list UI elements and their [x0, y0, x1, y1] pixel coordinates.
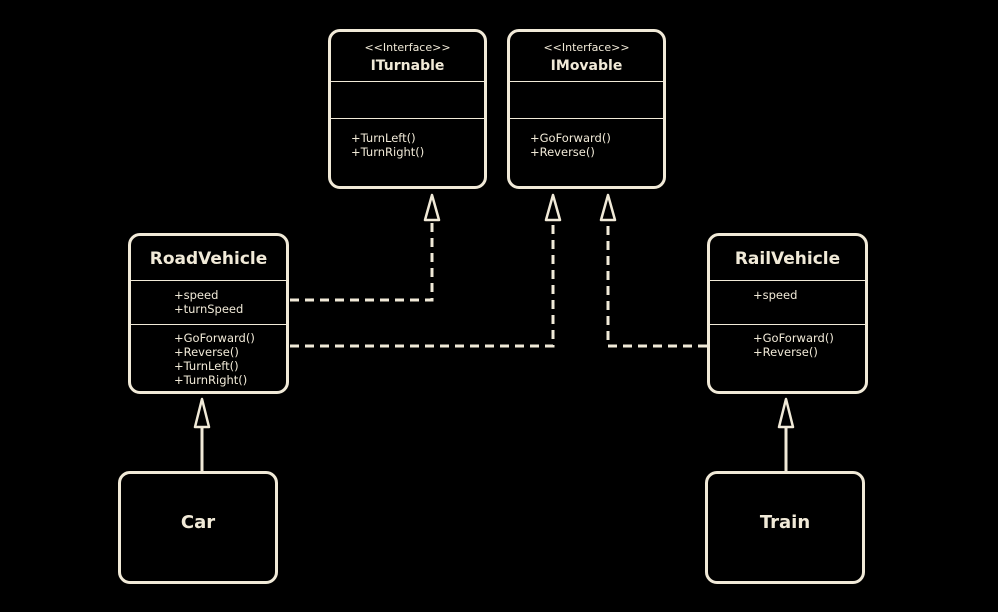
method-reverse: +Reverse(): [174, 345, 239, 359]
class-imovable[interactable]: <<Interface>> IMovable +GoForward() +Rev…: [507, 29, 666, 189]
imovable-separator-1: [510, 81, 663, 82]
railvehicle-methods: +GoForward() +Reverse(): [753, 331, 834, 359]
realization-railvehicle-imovable: [606, 220, 707, 348]
iturnable-name: ITurnable: [370, 58, 445, 74]
class-railvehicle[interactable]: RailVehicle +speed +GoForward() +Reverse…: [707, 233, 868, 394]
railvehicle-separator-1: [710, 280, 865, 281]
method-turnleft: +TurnLeft(): [351, 131, 416, 145]
railvehicle-name: RailVehicle: [734, 249, 841, 269]
method-turnright: +TurnRight(): [351, 145, 425, 159]
class-iturnable[interactable]: <<Interface>> ITurnable +TurnLeft() +Tur…: [328, 29, 487, 189]
class-car[interactable]: Car: [118, 471, 278, 584]
roadvehicle-methods: +GoForward() +Reverse() +TurnLeft() +Tur…: [174, 331, 255, 387]
attribute-speed: +speed: [174, 288, 219, 302]
imovable-separator-2: [510, 118, 663, 119]
method-turnleft: +TurnLeft(): [174, 359, 239, 373]
iturnable-stereotype: <<Interface>>: [364, 41, 451, 54]
imovable-methods: +GoForward() +Reverse(): [530, 131, 611, 159]
arrowhead-iturnable: [423, 193, 441, 222]
roadvehicle-separator-1: [131, 280, 286, 281]
roadvehicle-attributes: +speed +turnSpeed: [174, 288, 243, 316]
iturnable-methods: +TurnLeft() +TurnRight(): [351, 131, 424, 159]
arrowhead-roadvehicle: [193, 397, 211, 429]
arrowhead-imovable-rail: [599, 193, 617, 222]
method-goforward: +GoForward(): [530, 131, 611, 145]
method-reverse: +Reverse(): [753, 345, 818, 359]
arrowhead-railvehicle: [777, 397, 795, 429]
railvehicle-separator-2: [710, 324, 865, 325]
railvehicle-attributes: +speed: [753, 288, 797, 302]
train-name: Train: [759, 512, 811, 533]
method-goforward: +GoForward(): [753, 331, 834, 345]
roadvehicle-separator-2: [131, 324, 286, 325]
imovable-name: IMovable: [550, 58, 623, 74]
method-turnright: +TurnRight(): [174, 373, 248, 387]
realization-roadvehicle-imovable: [290, 220, 555, 348]
car-name: Car: [180, 512, 216, 533]
method-reverse: +Reverse(): [530, 145, 595, 159]
iturnable-separator-2: [331, 118, 484, 119]
imovable-stereotype: <<Interface>>: [543, 41, 630, 54]
attribute-turnspeed: +turnSpeed: [174, 302, 244, 316]
attribute-speed: +speed: [753, 288, 798, 302]
class-roadvehicle[interactable]: RoadVehicle +speed +turnSpeed +GoForward…: [128, 233, 289, 394]
iturnable-separator-1: [331, 81, 484, 82]
arrowhead-imovable-road: [544, 193, 562, 222]
class-train[interactable]: Train: [705, 471, 865, 584]
roadvehicle-name: RoadVehicle: [149, 249, 268, 269]
method-goforward: +GoForward(): [174, 331, 255, 345]
realization-roadvehicle-iturnable: [290, 220, 434, 302]
